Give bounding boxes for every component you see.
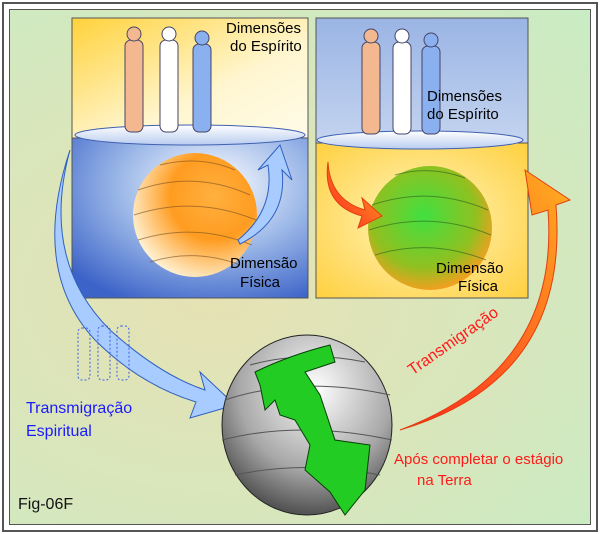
orange-descent-arrow: [326, 161, 383, 229]
left-platform: [74, 124, 306, 146]
right-planet: [368, 166, 492, 290]
orange-transmigration-arrow: [399, 168, 572, 431]
right-panel: [315, 17, 529, 299]
right-caption-1: Após completar o estágio: [394, 451, 564, 468]
spirit-figures-left: [124, 26, 212, 133]
figure-id: Fig-06F: [18, 496, 74, 513]
spirit-figures-right: [361, 28, 441, 135]
earth-globe: [221, 334, 393, 516]
left-planet: [133, 153, 257, 277]
right-spirit-label-1: Dimensões: [427, 88, 503, 105]
right-physical-label-2: Física: [458, 278, 499, 295]
right-platform: [316, 130, 524, 150]
right-caption-2: na Terra: [417, 472, 472, 489]
left-spirit-label-2: do Espírito: [230, 38, 302, 55]
left-caption-1: Transmigração: [26, 400, 133, 417]
left-physical-label-1: Dimensão: [230, 255, 298, 272]
blue-return-arrow: [237, 144, 293, 245]
right-physical-label-1: Dimensão: [436, 260, 504, 277]
transmigrating-spirits: [77, 325, 130, 381]
left-panel: [71, 17, 309, 299]
left-spirit-label-1: Dimensões: [226, 20, 302, 37]
left-caption-2: Espiritual: [26, 423, 92, 440]
right-spirit-label-2: do Espírito: [427, 106, 499, 123]
left-physical-label-2: Física: [240, 274, 281, 291]
